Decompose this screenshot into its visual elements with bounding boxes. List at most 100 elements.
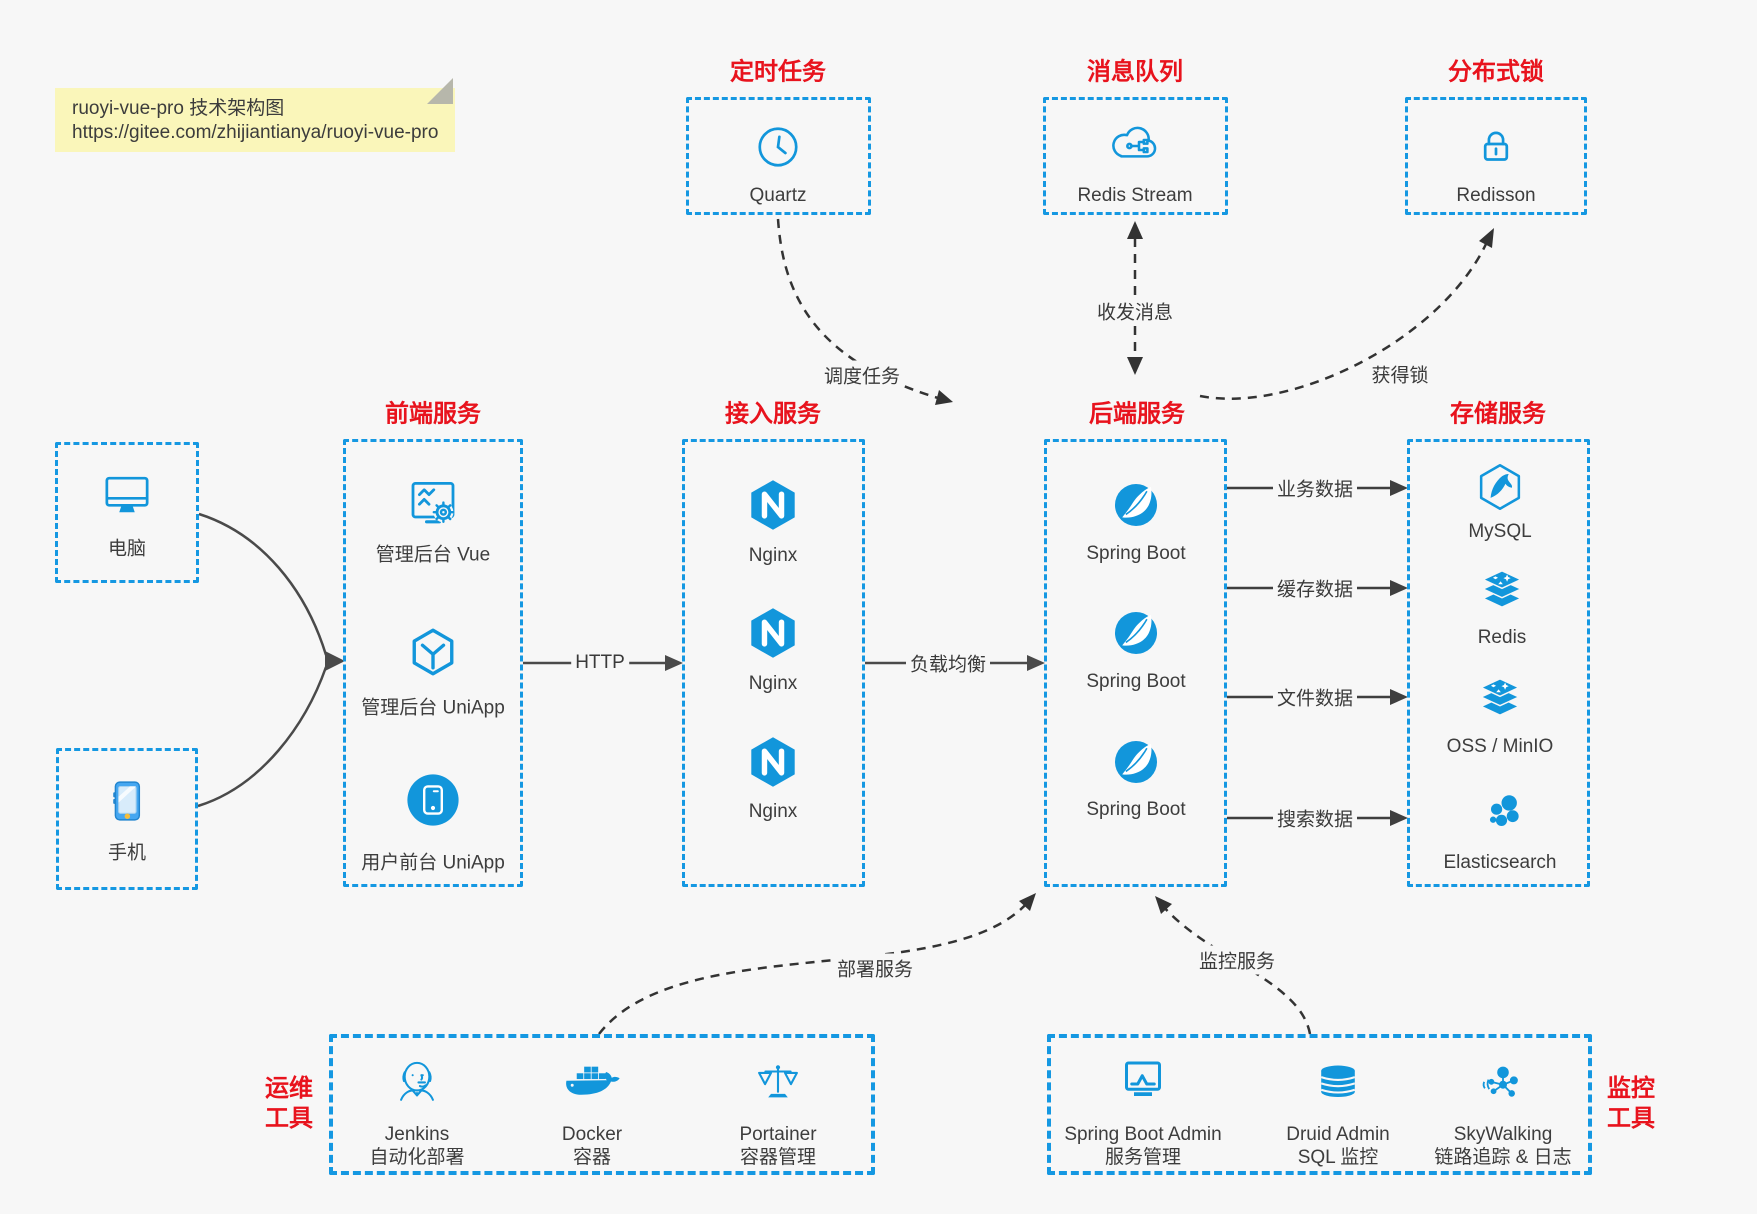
spring-boot-icon	[1107, 733, 1165, 791]
spring-boot-admin-icon	[1113, 1051, 1173, 1111]
redis-stream-box	[1043, 97, 1228, 215]
edge-label-deploy: 部署服务	[832, 953, 918, 983]
arrowhead-message-down	[1127, 357, 1143, 375]
smartphone-icon	[98, 772, 156, 830]
arrowhead-message-up	[1127, 221, 1143, 239]
sticky-note: ruoyi-vue-pro 技术架构图 https://gitee.com/zh…	[55, 78, 455, 152]
nginx-icon	[742, 602, 804, 664]
portainer-icon	[750, 1054, 806, 1110]
arrowhead-load-balance	[1027, 655, 1045, 671]
edge-lock	[1199, 243, 1488, 400]
redis-icon	[1473, 560, 1531, 618]
group-title-message-queue: 消息队列	[1087, 58, 1183, 86]
edge-label-message: 收发消息	[1092, 296, 1178, 326]
arrowhead-schedule	[935, 390, 953, 405]
spring-boot-label: Spring Boot	[1086, 799, 1186, 820]
nginx-icon	[742, 474, 804, 536]
edge-label-monitor: 监控服务	[1194, 945, 1280, 975]
docker-icon	[559, 1051, 625, 1117]
note-folded-corner	[427, 78, 453, 104]
column-title-backend: 后端服务	[1089, 400, 1185, 428]
redisson-label: Redisson	[1456, 185, 1536, 206]
oss-minio-label: OSS / MinIO	[1446, 736, 1554, 757]
arrowhead-monitor	[1155, 896, 1172, 914]
frontend-box	[343, 439, 523, 887]
druid-label: Druid Admin SQL 监控	[1286, 1124, 1390, 1168]
redis-stream-label: Redis Stream	[1077, 185, 1193, 206]
edge-label-cache-data: 缓存数据	[1272, 573, 1358, 603]
gateway-box	[682, 439, 865, 887]
edge-pc-to-frontend	[198, 512, 328, 656]
storage-box	[1407, 439, 1590, 887]
nginx-label: Nginx	[748, 801, 798, 822]
arrowhead-lock	[1479, 228, 1494, 248]
pc-label: 电脑	[107, 538, 147, 560]
edge-label-business-data: 业务数据	[1272, 473, 1358, 503]
mysql-label: MySQL	[1468, 521, 1532, 542]
admin-vue-label: 管理后台 Vue	[375, 544, 491, 566]
group-title-scheduled-tasks: 定时任务	[730, 58, 826, 86]
edge-label-http: HTTP	[571, 651, 629, 675]
mobile-app-icon	[401, 768, 465, 832]
portainer-label: Portainer 容器管理	[739, 1124, 817, 1168]
edge-label-schedule: 调度任务	[819, 360, 905, 390]
jenkins-icon	[388, 1052, 446, 1110]
edge-deploy	[598, 901, 1029, 1035]
spring-boot-icon	[1107, 604, 1165, 662]
nginx-label: Nginx	[748, 545, 798, 566]
edge-label-lock: 获得锁	[1367, 359, 1433, 389]
client-arrows	[197, 512, 328, 808]
arrowhead-frontend	[325, 651, 345, 671]
desktop-icon	[96, 465, 158, 527]
data-arrowheads	[1390, 480, 1408, 826]
spring-boot-admin-label: Spring Boot Admin 服务管理	[1064, 1124, 1222, 1168]
ops-tools-box	[329, 1034, 875, 1175]
group-title-distributed-lock: 分布式锁	[1448, 58, 1544, 86]
nginx-icon	[742, 731, 804, 793]
oss-minio-icon	[1471, 668, 1529, 726]
user-uniapp-label: 用户前台 UniApp	[361, 852, 505, 874]
admin-vue-icon	[401, 473, 465, 537]
nginx-label: Nginx	[748, 673, 798, 694]
uniapp-cube-icon	[403, 622, 463, 682]
monitor-tools-box	[1047, 1034, 1592, 1175]
cloud-mq-icon	[1103, 114, 1167, 178]
column-title-gateway: 接入服务	[725, 400, 821, 428]
edge-phone-to-frontend	[197, 666, 328, 808]
quartz-label: Quartz	[749, 185, 807, 206]
phone-box	[56, 748, 198, 890]
docker-label: Docker 容器	[561, 1124, 623, 1168]
edge-label-search-data: 搜索数据	[1272, 803, 1358, 833]
monitor-tools-side-label: 监控 工具	[1607, 1075, 1655, 1132]
ops-tools-side-label: 运维 工具	[265, 1075, 313, 1132]
quartz-box	[686, 97, 871, 215]
column-title-storage: 存储服务	[1450, 400, 1546, 428]
elasticsearch-label: Elasticsearch	[1443, 852, 1557, 873]
note-url: https://gitee.com/zhijiantianya/ruoyi-vu…	[72, 122, 439, 143]
pc-box	[55, 442, 199, 583]
spring-boot-icon	[1107, 476, 1165, 534]
jenkins-label: Jenkins 自动化部署	[369, 1124, 465, 1168]
admin-uniapp-label: 管理后台 UniApp	[361, 697, 505, 719]
note-title: ruoyi-vue-pro 技术架构图	[72, 98, 285, 119]
edge-monitor	[1161, 904, 1312, 1035]
arrowhead-http	[665, 655, 683, 671]
spring-boot-label: Spring Boot	[1086, 671, 1186, 692]
lock-icon	[1469, 119, 1523, 173]
arrowhead-deploy	[1019, 893, 1036, 911]
redisson-box	[1405, 97, 1587, 215]
mysql-icon	[1471, 458, 1529, 516]
elasticsearch-icon	[1477, 784, 1533, 840]
data-arrows	[1227, 486, 1392, 820]
redis-label: Redis	[1477, 627, 1527, 648]
edge-label-load-balance: 负载均衡	[905, 648, 991, 678]
skywalking-label: SkyWalking 链路追踪 & 日志	[1434, 1124, 1572, 1168]
skywalking-icon	[1474, 1055, 1532, 1113]
clock-icon	[751, 120, 805, 174]
druid-icon	[1310, 1054, 1366, 1110]
edge-label-file-data: 文件数据	[1272, 682, 1358, 712]
column-title-frontend: 前端服务	[385, 400, 481, 428]
spring-boot-label: Spring Boot	[1086, 543, 1186, 564]
